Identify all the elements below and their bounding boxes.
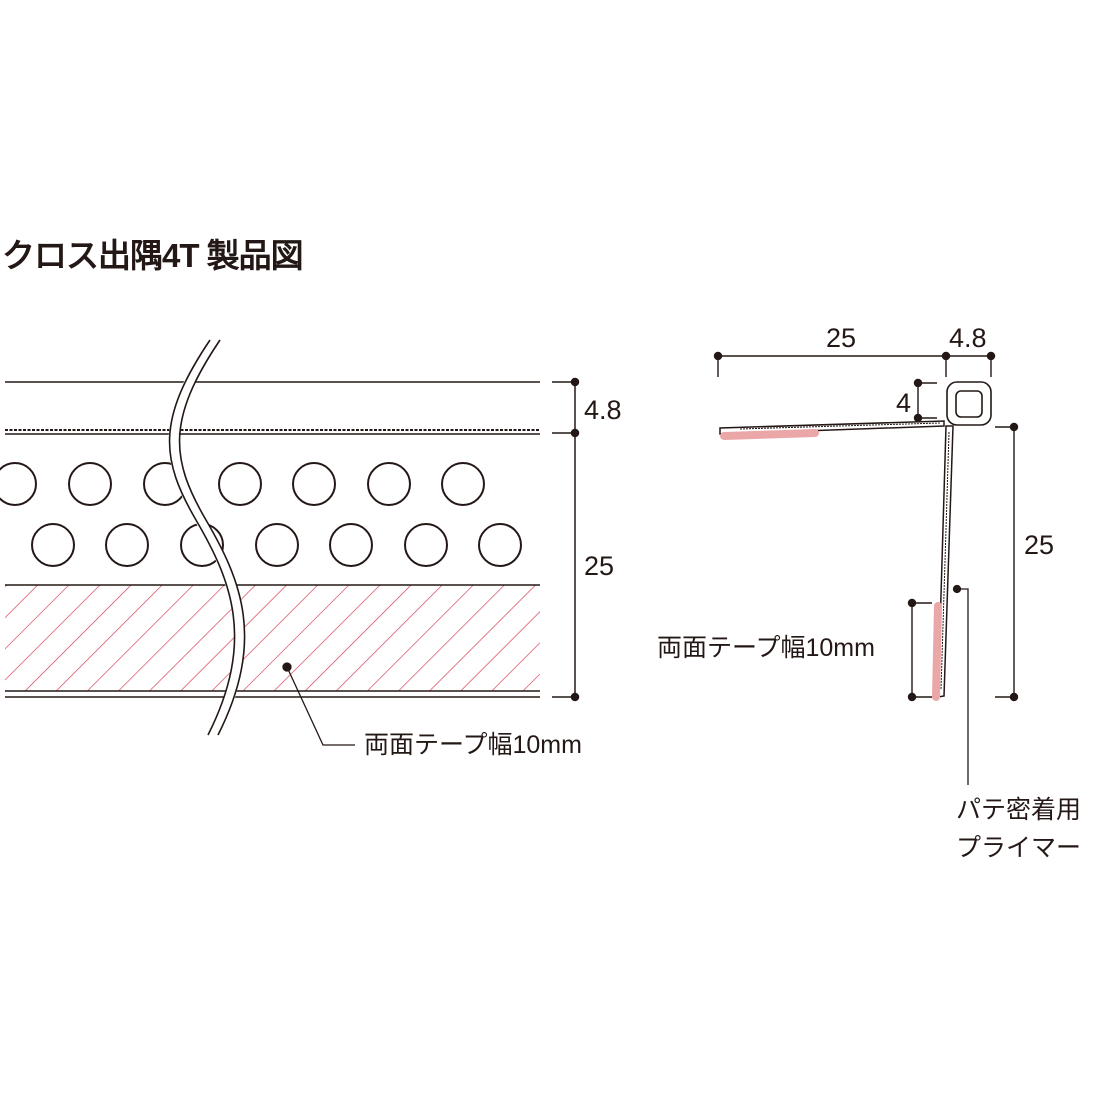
primer-leader: [952, 584, 969, 785]
front-dimensions: [552, 377, 580, 702]
front-dim-nose: 4.8: [584, 395, 622, 425]
section-dim-nose-height: 4: [896, 388, 912, 418]
nose-outer: [946, 381, 992, 426]
nose-height-dimension: [913, 378, 937, 423]
perforation-holes: [0, 462, 522, 567]
leg-height-dimension: [995, 422, 1019, 702]
section-view: [713, 351, 1019, 785]
section-dim-flange: 25: [826, 323, 857, 353]
nose-inner: [955, 390, 983, 418]
section-tape-label: 両面テープ幅10mm: [657, 634, 875, 662]
section-dim-nose-width: 4.8: [949, 323, 987, 353]
front-dim-height: 25: [584, 551, 615, 581]
front-view: [0, 337, 580, 746]
leg-tape: [932, 602, 942, 701]
front-tape-leader: [282, 662, 355, 746]
leg-tape-dimension: [907, 598, 932, 702]
section-dim-leg: 25: [1024, 530, 1055, 560]
primer-label-line1: パテ密着用: [956, 796, 1082, 824]
section-top-dimensions: [713, 351, 996, 377]
front-tape-label: 両面テープ幅10mm: [364, 731, 582, 759]
break-line: [168, 337, 246, 738]
drawing-title: クロス出隅4T 製品図: [2, 237, 304, 274]
primer-label-line2: プライマー: [956, 834, 1082, 862]
flange-tape: [720, 429, 819, 440]
tape-hatch-area: [5, 585, 540, 691]
